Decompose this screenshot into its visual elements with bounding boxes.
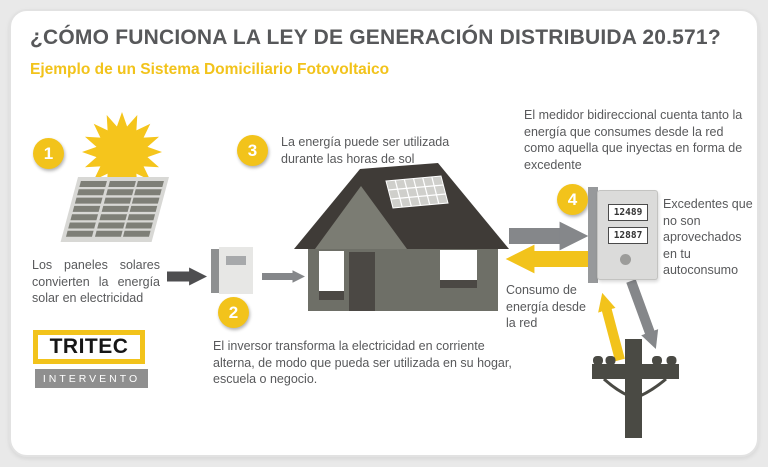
step-badge-1: 1	[33, 138, 64, 169]
surplus-label: Excedentes que no son aprovechados en tu…	[663, 197, 753, 277]
inverter-icon	[211, 247, 253, 294]
consumption-label: Consumo de energía desde la red	[506, 283, 586, 330]
meter-mount-bar	[588, 187, 598, 283]
arrow-pole-to-meter	[598, 292, 625, 362]
page-subtitle: Ejemplo de un Sistema Domiciliario Fotov…	[30, 61, 390, 78]
utility-pole-icon	[592, 339, 679, 438]
house-icon	[294, 163, 509, 311]
rooftop-panel-icon	[385, 175, 449, 209]
step-3-text: La energía puede ser utilizada durante l…	[281, 135, 450, 166]
meter-reading-bottom: 12887	[608, 227, 648, 244]
bidirectional-meter-icon: 12489 12887	[597, 190, 658, 280]
step-badge-3: 3	[237, 135, 268, 166]
page-title: ¿CÓMO FUNCIONA LA LEY DE GENERACIÓN DIST…	[30, 26, 721, 49]
arrow-meter-to-pole	[626, 279, 659, 350]
step-4-text: El medidor bidireccional cuenta tanto la…	[524, 108, 743, 172]
solar-panel-icon	[60, 177, 169, 242]
step-1-text: Los paneles solares convierten la energí…	[32, 258, 160, 305]
step-badge-4: 4	[557, 184, 588, 215]
brand-logo: TRITEC INTERVENTO	[33, 330, 148, 388]
step-badge-2: 2	[218, 297, 249, 328]
sun-icon	[82, 112, 162, 192]
brand-logo-subtext: INTERVENTO	[35, 369, 148, 388]
meter-button-icon	[620, 254, 631, 265]
meter-reading-top: 12489	[608, 204, 648, 221]
brand-logo-text: TRITEC	[33, 330, 145, 364]
step-2-text: El inversor transforma la electricidad e…	[213, 339, 512, 386]
